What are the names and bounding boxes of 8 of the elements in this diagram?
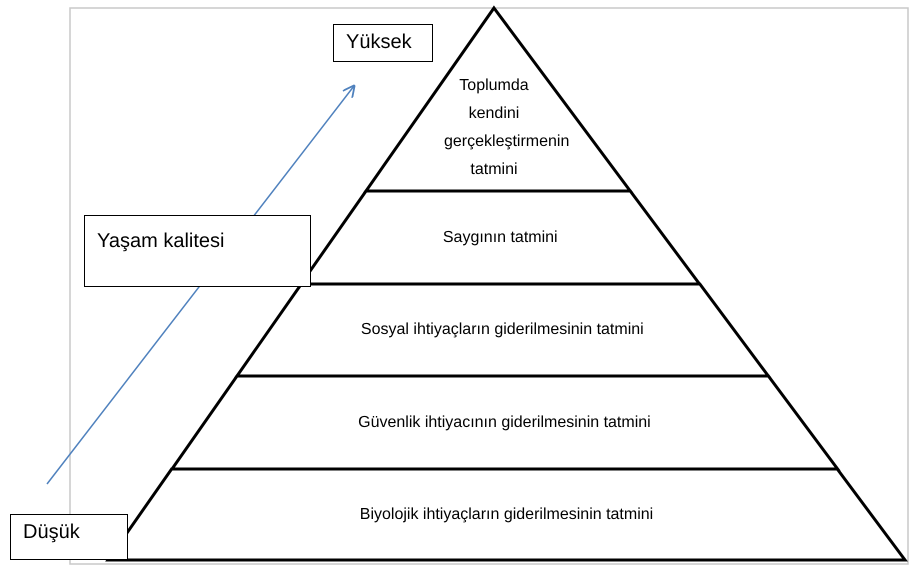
- level-text: Toplumda kendini gerçekleştirmenin tatmini: [442, 76, 569, 180]
- level-label: Yüksek: [333, 24, 433, 62]
- level-text: Saygının tatmini: [442, 228, 559, 248]
- level-text: Biyolojik ihtiyaçların giderilmesinin tatmini: [358, 504, 654, 524]
- level-text: Sosyal ihtiyaçların giderilmesinin tatmini: [360, 320, 645, 340]
- level-text: Güvenlik ihtiyacının giderilmesinin tatmini: [357, 412, 652, 432]
- level-label: Düşük: [10, 514, 128, 560]
- axis-title: Yaşam kalitesi: [84, 215, 311, 287]
